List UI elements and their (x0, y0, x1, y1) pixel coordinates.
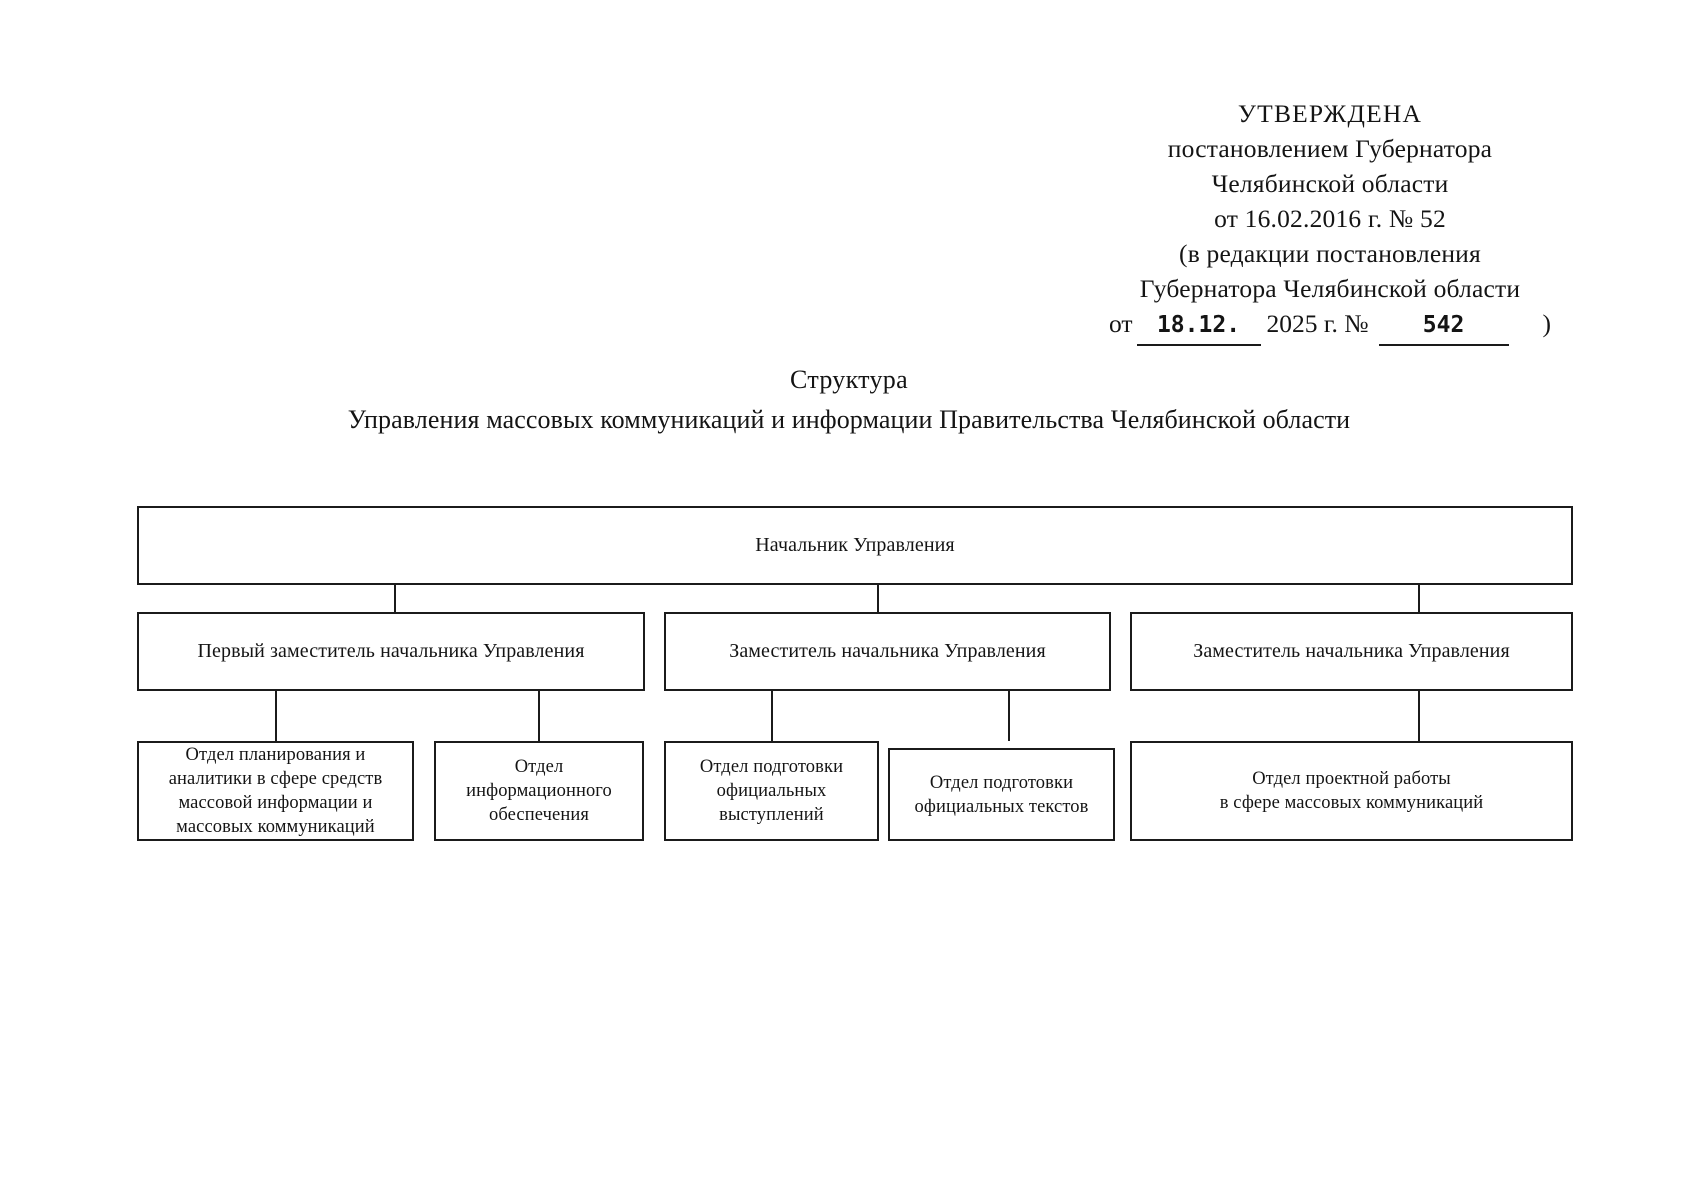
node-label: Заместитель начальника Управления (1193, 640, 1510, 662)
connector-n3-n7 (771, 691, 773, 741)
connector-n2-n6 (538, 691, 540, 741)
document-number-field: 542 (1378, 308, 1509, 346)
node-label: Первый заместитель начальника Управления (197, 640, 585, 662)
closing-paren: ) (1542, 309, 1552, 338)
date-label-ot: от (1108, 309, 1133, 338)
approval-line-governor: Губернатора Челябинской области (1139, 274, 1521, 303)
node-label: Отдел подготовки официальных текстов (914, 772, 1089, 817)
date-year-label: 2025 г. № (1266, 309, 1369, 338)
connector-n3-n8 (1008, 691, 1010, 741)
page-title: Структура Управления массовых коммуникац… (0, 360, 1698, 440)
approval-line-region: Челябинской области (1211, 169, 1449, 198)
connector-n1-n2 (394, 585, 396, 612)
date-day-field: 18.12. (1136, 308, 1261, 346)
approval-line-original-date: от 16.02.2016 г. № 52 (1214, 204, 1446, 233)
node-otdel-vystupleniy: Отдел подготовки официальных выступлений (664, 741, 879, 841)
node-zamestitel-1: Заместитель начальника Управления (664, 612, 1111, 691)
connector-n1-n4 (1418, 585, 1420, 612)
approval-line-utverzhdena: УТВЕРЖДЕНА (1237, 99, 1423, 128)
node-otdel-tekstov: Отдел подготовки официальных текстов (888, 748, 1115, 841)
node-pervyy-zamestitel: Первый заместитель начальника Управления (137, 612, 645, 691)
connector-n1-n3 (877, 585, 879, 612)
approval-line-postanovleniem: постановлением Губернатора (1167, 134, 1493, 163)
node-label: Отдел планирования и аналитики в сфере с… (168, 745, 383, 837)
connector-n4-n9 (1418, 691, 1420, 741)
connector-n2-n5 (275, 691, 277, 741)
title-line-struktura: Структура (790, 365, 908, 394)
node-label: Начальник Управления (755, 534, 955, 556)
node-otdel-planirovaniya: Отдел планирования и аналитики в сфере с… (137, 741, 414, 841)
node-nachalnik-upravleniya: Начальник Управления (137, 506, 1573, 585)
title-line-department: Управления массовых коммуникаций и инфор… (347, 405, 1351, 434)
node-otdel-informacionnogo: Отдел информационного обеспечения (434, 741, 644, 841)
node-label: Отдел подготовки официальных выступлений (699, 757, 844, 825)
approval-date-fill-line: от 18.12. 2025 г. № 542 ) (1080, 306, 1580, 346)
approval-header-block: УТВЕРЖДЕНА постановлением Губернатора Че… (1080, 96, 1580, 346)
node-label: Отдел проектной работы в сфере массовых … (1219, 769, 1484, 813)
node-label: Отдел информационного обеспечения (466, 757, 612, 825)
approval-line-revision-open: (в редакции постановления (1179, 239, 1481, 268)
node-otdel-proektnoy-raboty: Отдел проектной работы в сфере массовых … (1130, 741, 1573, 841)
node-label: Заместитель начальника Управления (729, 640, 1046, 662)
node-zamestitel-2: Заместитель начальника Управления (1130, 612, 1573, 691)
